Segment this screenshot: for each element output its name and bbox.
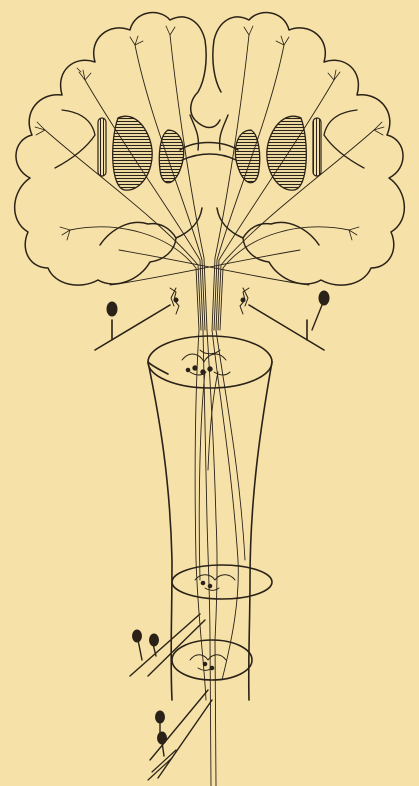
lentiform-nucleus-right bbox=[267, 116, 307, 190]
nerve-root-upper-left bbox=[95, 302, 170, 350]
external-capsule-right bbox=[313, 118, 321, 176]
corpus-striatum-right bbox=[267, 116, 321, 190]
lateral-notch-left bbox=[55, 110, 95, 168]
external-capsule-left bbox=[98, 118, 106, 176]
internal-capsule-fibres bbox=[45, 35, 374, 330]
nerve-root-upper-right bbox=[249, 291, 329, 350]
cortical-branches bbox=[35, 26, 384, 240]
cord-right-edge bbox=[249, 362, 272, 700]
spinal-cord-section-lower bbox=[172, 640, 252, 680]
spinal-cord-section-middle bbox=[172, 565, 272, 599]
brain-hemispheres bbox=[15, 13, 405, 286]
decussating-fibres bbox=[110, 250, 309, 285]
corpus-striatum-left bbox=[98, 116, 152, 190]
descending-tracts bbox=[195, 330, 245, 786]
caudate-left bbox=[159, 130, 183, 183]
caudate-nuclei bbox=[159, 130, 259, 183]
lateral-notch-right bbox=[324, 110, 364, 168]
medial-fissure bbox=[180, 115, 238, 160]
nerve-root-ganglia bbox=[130, 614, 212, 780]
lentiform-nucleus-left bbox=[113, 116, 153, 190]
caudate-right bbox=[235, 130, 259, 183]
upper-ganglia bbox=[170, 288, 249, 314]
